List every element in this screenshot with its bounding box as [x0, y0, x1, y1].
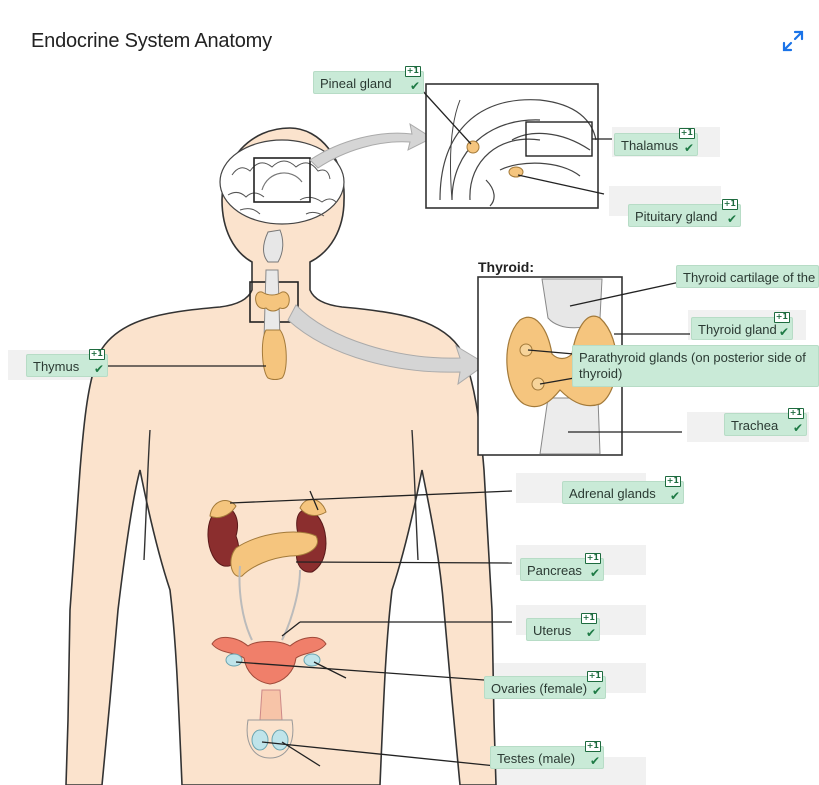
score-badge: +1	[788, 408, 804, 419]
right-testis	[272, 730, 288, 750]
label-thymus[interactable]: Thymus +1 ✔	[26, 354, 108, 377]
thyroid-inset-title: Thyroid:	[478, 259, 534, 275]
label-uterus-text: Uterus	[533, 623, 571, 638]
label-trachea-text: Trachea	[731, 418, 778, 433]
label-testes[interactable]: Testes (male) +1 ✔	[490, 746, 604, 769]
left-ovary	[226, 654, 242, 666]
brain-detail-box	[426, 84, 598, 208]
label-testes-text: Testes (male)	[497, 751, 575, 766]
label-thymus-text: Thymus	[33, 359, 79, 374]
check-icon: ✔	[94, 363, 104, 375]
label-pineal-gland[interactable]: Pineal gland +1 ✔	[313, 71, 424, 94]
label-pancreas[interactable]: Pancreas +1 ✔	[520, 558, 604, 581]
label-pineal-gland-text: Pineal gland	[320, 76, 392, 91]
label-uterus[interactable]: Uterus +1 ✔	[526, 618, 600, 641]
label-thyroid-cartilage[interactable]: Thyroid cartilage of the	[676, 265, 819, 288]
brain-arrow	[310, 124, 432, 168]
pineal-gland	[467, 141, 479, 153]
score-badge: +1	[405, 66, 421, 77]
score-badge: +1	[722, 199, 738, 210]
label-thalamus-text: Thalamus	[621, 138, 678, 153]
check-icon: ✔	[779, 326, 789, 338]
check-icon: ✔	[727, 213, 737, 225]
check-icon: ✔	[586, 627, 596, 639]
label-parathyroid-glands-text: Parathyroid glands (on posterior side of…	[579, 350, 806, 381]
check-icon: ✔	[670, 490, 680, 502]
label-pituitary-gland[interactable]: Pituitary gland +1 ✔	[628, 204, 741, 227]
check-icon: ✔	[590, 755, 600, 767]
body-silhouette	[66, 128, 496, 785]
score-badge: +1	[581, 613, 597, 624]
label-parathyroid-glands[interactable]: Parathyroid glands (on posterior side of…	[572, 345, 819, 387]
label-trachea[interactable]: Trachea +1 ✔	[724, 413, 807, 436]
score-badge: +1	[585, 553, 601, 564]
score-badge: +1	[774, 312, 790, 323]
check-icon: ✔	[684, 142, 694, 154]
thymus	[262, 330, 286, 380]
check-icon: ✔	[410, 80, 420, 92]
score-badge: +1	[585, 741, 601, 752]
label-thyroid-gland-text: Thyroid gland	[698, 322, 777, 337]
label-adrenal-glands[interactable]: Adrenal glands +1 ✔	[562, 481, 684, 504]
label-ovaries-text: Ovaries (female)	[491, 681, 587, 696]
score-badge: +1	[665, 476, 681, 487]
label-pituitary-gland-text: Pituitary gland	[635, 209, 717, 224]
label-adrenal-glands-text: Adrenal glands	[569, 486, 656, 501]
score-badge: +1	[89, 349, 105, 360]
label-pancreas-text: Pancreas	[527, 563, 582, 578]
check-icon: ✔	[592, 685, 602, 697]
label-thyroid-cartilage-text: Thyroid cartilage of the	[683, 270, 815, 285]
check-icon: ✔	[590, 567, 600, 579]
label-thalamus[interactable]: Thalamus +1 ✔	[614, 133, 698, 156]
label-ovaries[interactable]: Ovaries (female) +1 ✔	[484, 676, 606, 699]
left-testis	[252, 730, 268, 750]
score-badge: +1	[679, 128, 695, 139]
label-thyroid-gland[interactable]: Thyroid gland +1 ✔	[691, 317, 793, 340]
score-badge: +1	[587, 671, 603, 682]
check-icon: ✔	[793, 422, 803, 434]
